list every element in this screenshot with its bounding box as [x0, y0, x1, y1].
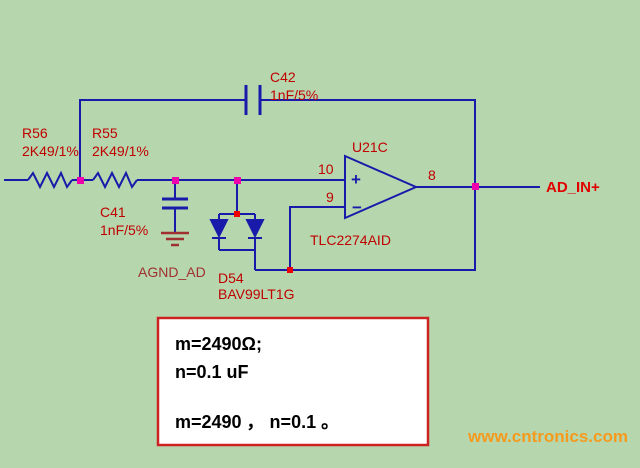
junction-squares — [234, 211, 293, 273]
r56-ref-label: R56 — [22, 125, 48, 141]
diode-d54-symbols — [209, 219, 265, 239]
wire-feedback — [255, 186, 476, 271]
note-line-3: m=2490 ， n=0.1 。 — [175, 412, 339, 432]
pin-9-label: 9 — [326, 189, 334, 205]
ad-in-net-label: AD_IN+ — [546, 179, 600, 196]
c41-value-label: 1nF/5% — [100, 222, 148, 238]
opamp-symbol — [344, 154, 419, 220]
opamp-ref-label: U21C — [352, 139, 388, 155]
wire-c42-right — [260, 99, 476, 186]
c41-ref-label: C41 — [100, 204, 126, 220]
node-dot — [172, 177, 179, 184]
node-dot — [77, 177, 84, 184]
c42-value-label: 1nF/5% — [270, 87, 318, 103]
r55-value-label: 2K49/1% — [92, 143, 149, 159]
node-dot — [234, 177, 241, 184]
note-box-frame — [156, 316, 430, 447]
note-line-2: n=0.1 uF — [175, 362, 249, 382]
wire-c42-left — [79, 99, 246, 180]
d54-ref-label: D54 — [218, 270, 244, 286]
r56-value-label: 2K49/1% — [22, 143, 79, 159]
node-dot — [472, 183, 479, 190]
opamp-part-label: TLC2274AID — [310, 232, 391, 248]
d54-value-label: BAV99LT1G — [218, 286, 295, 302]
watermark: www.cntronics.com — [467, 427, 628, 446]
opamp-plus-sign: + — [351, 170, 361, 189]
pin-8-label: 8 — [428, 167, 436, 183]
circuit-wires — [4, 85, 540, 271]
pin-10-label: 10 — [318, 161, 334, 177]
note-line-1: m=2490Ω; — [175, 334, 262, 354]
agnd-net-label: AGND_AD — [138, 264, 206, 280]
junction-dot — [287, 267, 293, 273]
resistor-r56-symbol — [27, 170, 73, 190]
diode-left-icon — [209, 219, 229, 239]
opamp-minus-sign: − — [352, 198, 362, 217]
wire-inverting-input — [289, 206, 345, 270]
note-box: m=2490Ω; n=0.1 uF m=2490 ， n=0.1 。 — [156, 316, 430, 447]
r55-ref-label: R55 — [92, 125, 118, 141]
net-nodes — [77, 177, 479, 190]
resistor-r55-symbol — [92, 170, 138, 190]
diode-right-icon — [245, 219, 265, 239]
ground-symbol-icon — [161, 231, 189, 247]
junction-dot — [234, 211, 240, 217]
c42-ref-label: C42 — [270, 69, 296, 85]
